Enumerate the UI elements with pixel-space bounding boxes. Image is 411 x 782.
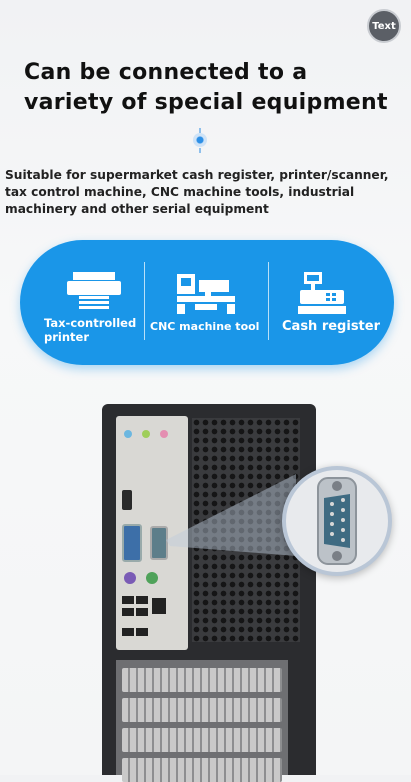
usb-port-icon xyxy=(136,628,148,636)
page-title: Can be connected to a variety of special… xyxy=(24,60,388,115)
equipment-label: Cash register xyxy=(282,319,381,334)
audio-jack-icon xyxy=(124,430,132,438)
expansion-slot xyxy=(122,668,282,692)
equipment-label: Tax-controlled printer xyxy=(44,316,137,344)
usb-port-icon xyxy=(136,608,148,616)
expansion-slot xyxy=(122,728,282,752)
audio-jack-icon xyxy=(160,430,168,438)
printer-icon xyxy=(67,272,121,309)
hdmi-port-icon xyxy=(122,490,132,510)
equipment-label: CNC machine tool xyxy=(150,320,260,333)
audio-jack-icon xyxy=(142,430,150,438)
text-mode-button[interactable]: Text xyxy=(367,9,401,43)
vga-port-icon xyxy=(122,524,142,562)
cash-register-icon xyxy=(298,272,346,314)
io-panel xyxy=(116,416,188,650)
text-button-label: Text xyxy=(372,20,396,32)
db9-serial-port-icon xyxy=(317,477,357,565)
description-text: Suitable for supermarket cash register, … xyxy=(5,168,389,216)
serial-port-icon xyxy=(150,526,168,560)
banner-separator xyxy=(144,262,145,340)
usb-port-icon xyxy=(122,608,134,616)
serial-port-zoom xyxy=(282,466,392,576)
ps2-port-icon xyxy=(124,572,136,584)
divider-line-top xyxy=(199,128,201,133)
ps2-port-icon xyxy=(146,572,158,584)
ethernet-port-icon xyxy=(152,598,166,614)
banner-separator xyxy=(268,262,269,340)
divider-line-bottom xyxy=(199,148,201,153)
usb-port-icon xyxy=(122,628,134,636)
usb-port-icon xyxy=(122,596,134,604)
cnc-machine-icon xyxy=(177,274,235,314)
expansion-slot xyxy=(122,758,282,782)
expansion-slot xyxy=(122,698,282,722)
decorative-dot-icon xyxy=(193,133,207,147)
zoom-callout xyxy=(166,474,296,556)
usb-port-icon xyxy=(136,596,148,604)
